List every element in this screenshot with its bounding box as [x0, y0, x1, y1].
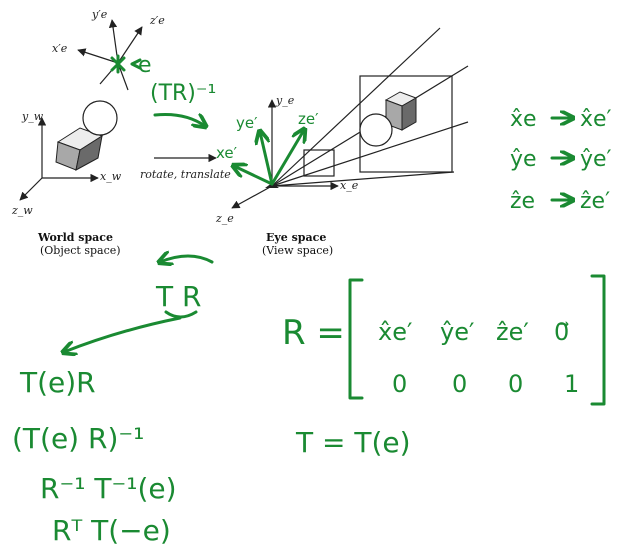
derivation-step-3: R⁻¹ T⁻¹(e)	[40, 472, 177, 505]
derivation-step-2: (T(e) R)⁻¹	[12, 422, 144, 455]
eye-z-label: z_e	[215, 212, 234, 225]
matrix-r1c1: x̂e′	[378, 318, 412, 346]
eye-space-subcaption: (View space)	[262, 244, 333, 257]
object-frame-axes: y′e z′e x′e	[52, 8, 165, 91]
map-y-from: ŷe	[510, 147, 537, 172]
matrix-r2c1: 0	[392, 370, 407, 398]
matrix-r1c2: ŷe′	[440, 318, 474, 346]
frame-label-z: ze′	[298, 110, 319, 128]
world-space-caption: World space	[37, 231, 113, 244]
matrix-r2c2: 0	[452, 370, 467, 398]
eye-space-diagram: y_e x_e z_e Eye space (View space)	[215, 27, 469, 257]
matrix-left-bracket	[348, 278, 364, 400]
world-z-label: z_w	[11, 204, 33, 217]
matrix-r2c4: 1	[564, 370, 579, 398]
eye-x-label: x_e	[340, 179, 359, 192]
world-x-label: x_w	[100, 170, 122, 183]
matrix-r1c4: 0⃗	[554, 318, 569, 346]
frame-label-y: ye′	[236, 114, 258, 132]
derivation-arrow	[64, 316, 182, 352]
derivation-steps: T(e)R (T(e) R)⁻¹ R⁻¹ T⁻¹(e) Rᵀ T(−e)	[12, 366, 177, 547]
tr-arrow	[160, 256, 214, 262]
obj-e-label: e	[138, 53, 152, 78]
map-z-from: ẑe	[510, 189, 535, 214]
matrix-r2c3: 0	[508, 370, 523, 398]
world-space-diagram: y_w x_w z_w World space (Object space)	[11, 100, 122, 257]
object-frame-green-marks: e	[110, 53, 152, 78]
derivation-step-4: Rᵀ T(−e)	[52, 514, 171, 547]
tr-inverse-arrow	[153, 114, 205, 126]
transform-arrow: rotate, translate	[140, 153, 231, 181]
map-z-to: ẑe′	[580, 189, 610, 214]
tr-inverse-text: (TR)⁻¹	[150, 81, 216, 106]
map-y-to: ŷe′	[580, 147, 612, 172]
map-x-from: x̂e	[510, 107, 537, 132]
eye-frame-green-vectors: xe′ ye′ ze′	[216, 110, 319, 186]
t-equals-t-e: T = T(e)	[295, 426, 411, 459]
tr-text: T R	[155, 280, 201, 313]
basis-mapping: x̂e x̂e′ ŷe ŷe′ ẑe ẑe′	[510, 107, 612, 214]
rotation-matrix: R = x̂e′ ŷe′ ẑe′ 0⃗ 0 0 0 1	[282, 274, 606, 406]
obj-x-label: x′e	[52, 42, 68, 55]
derivation-step-1: T(e)R	[19, 366, 96, 399]
world-y-label: y_w	[21, 110, 44, 123]
world-space-subcaption: (Object space)	[40, 244, 121, 257]
eye-space-caption: Eye space	[266, 231, 326, 244]
transform-label: rotate, translate	[140, 168, 231, 181]
obj-z-label: z′e	[149, 14, 165, 27]
matrix-lhs: R =	[282, 313, 345, 353]
matrix-right-bracket	[590, 274, 606, 406]
matrix-r1c3: ẑe′	[496, 318, 529, 346]
frame-label-x: xe′	[216, 144, 238, 162]
map-x-to: x̂e′	[580, 107, 612, 132]
eye-y-label: y_e	[275, 94, 295, 107]
obj-y-label: y′e	[91, 8, 108, 21]
